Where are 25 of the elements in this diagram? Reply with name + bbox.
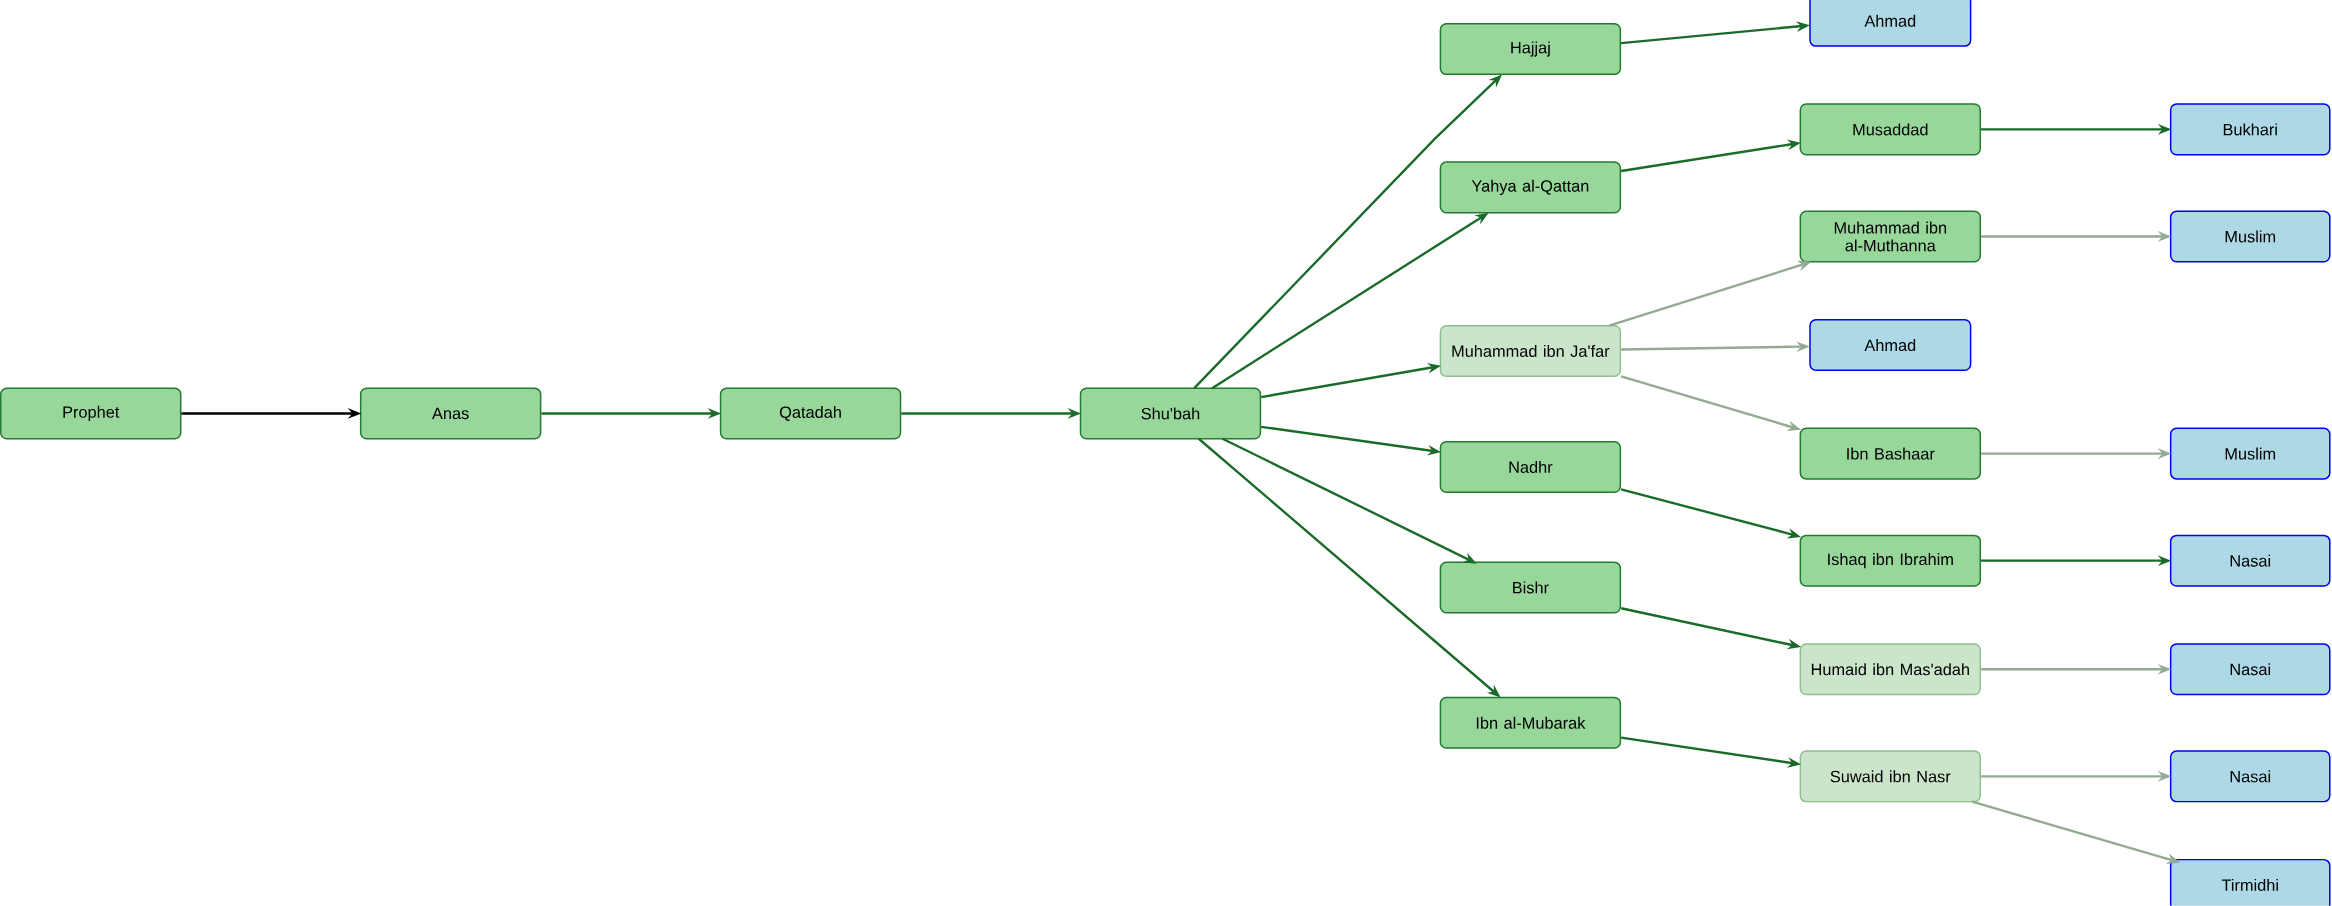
narrator-box: Shu'bah	[1079, 387, 1262, 440]
narrator-box: Qatadah	[719, 387, 902, 440]
narrator-box: Suwaid ibn Nasr	[1799, 750, 1982, 803]
collector-box: Muslim	[2169, 210, 2331, 263]
narrator-box: Hajjaj	[1439, 23, 1622, 76]
narrator-box: Ishaq ibn Ibrahim	[1799, 534, 1982, 587]
narrator-box: Yahya al-Qattan	[1439, 161, 1622, 214]
narrator-box: Musaddad	[1799, 103, 1982, 156]
collector-box: Ahmad	[1809, 319, 1972, 372]
narrator-box: Bishr	[1439, 561, 1622, 614]
collector-box: Muslim	[2169, 427, 2331, 480]
collector-box: Tirmidhi	[2169, 859, 2331, 906]
narrator-box: Muhammad ibn Ja'far	[1439, 325, 1622, 378]
narrator-box: Ibn Bashaar	[1799, 427, 1982, 480]
collector-box: Nasai	[2169, 534, 2331, 587]
collector-box: Nasai	[2169, 643, 2331, 696]
narrator-box: Muhammad ibn al-Muthanna	[1799, 210, 1982, 263]
narrator-box: Anas	[359, 387, 542, 440]
collector-box: Bukhari	[2169, 103, 2331, 156]
collector-box: Ahmad	[1809, 0, 1972, 47]
collector-box: Nasai	[2169, 750, 2331, 803]
narrator-box: Ibn al-Mubarak	[1439, 696, 1622, 749]
narrator-box: Prophet	[0, 387, 182, 440]
narrator-box: Nadhr	[1439, 441, 1622, 494]
narrator-box: Humaid ibn Mas'adah	[1799, 643, 1982, 696]
